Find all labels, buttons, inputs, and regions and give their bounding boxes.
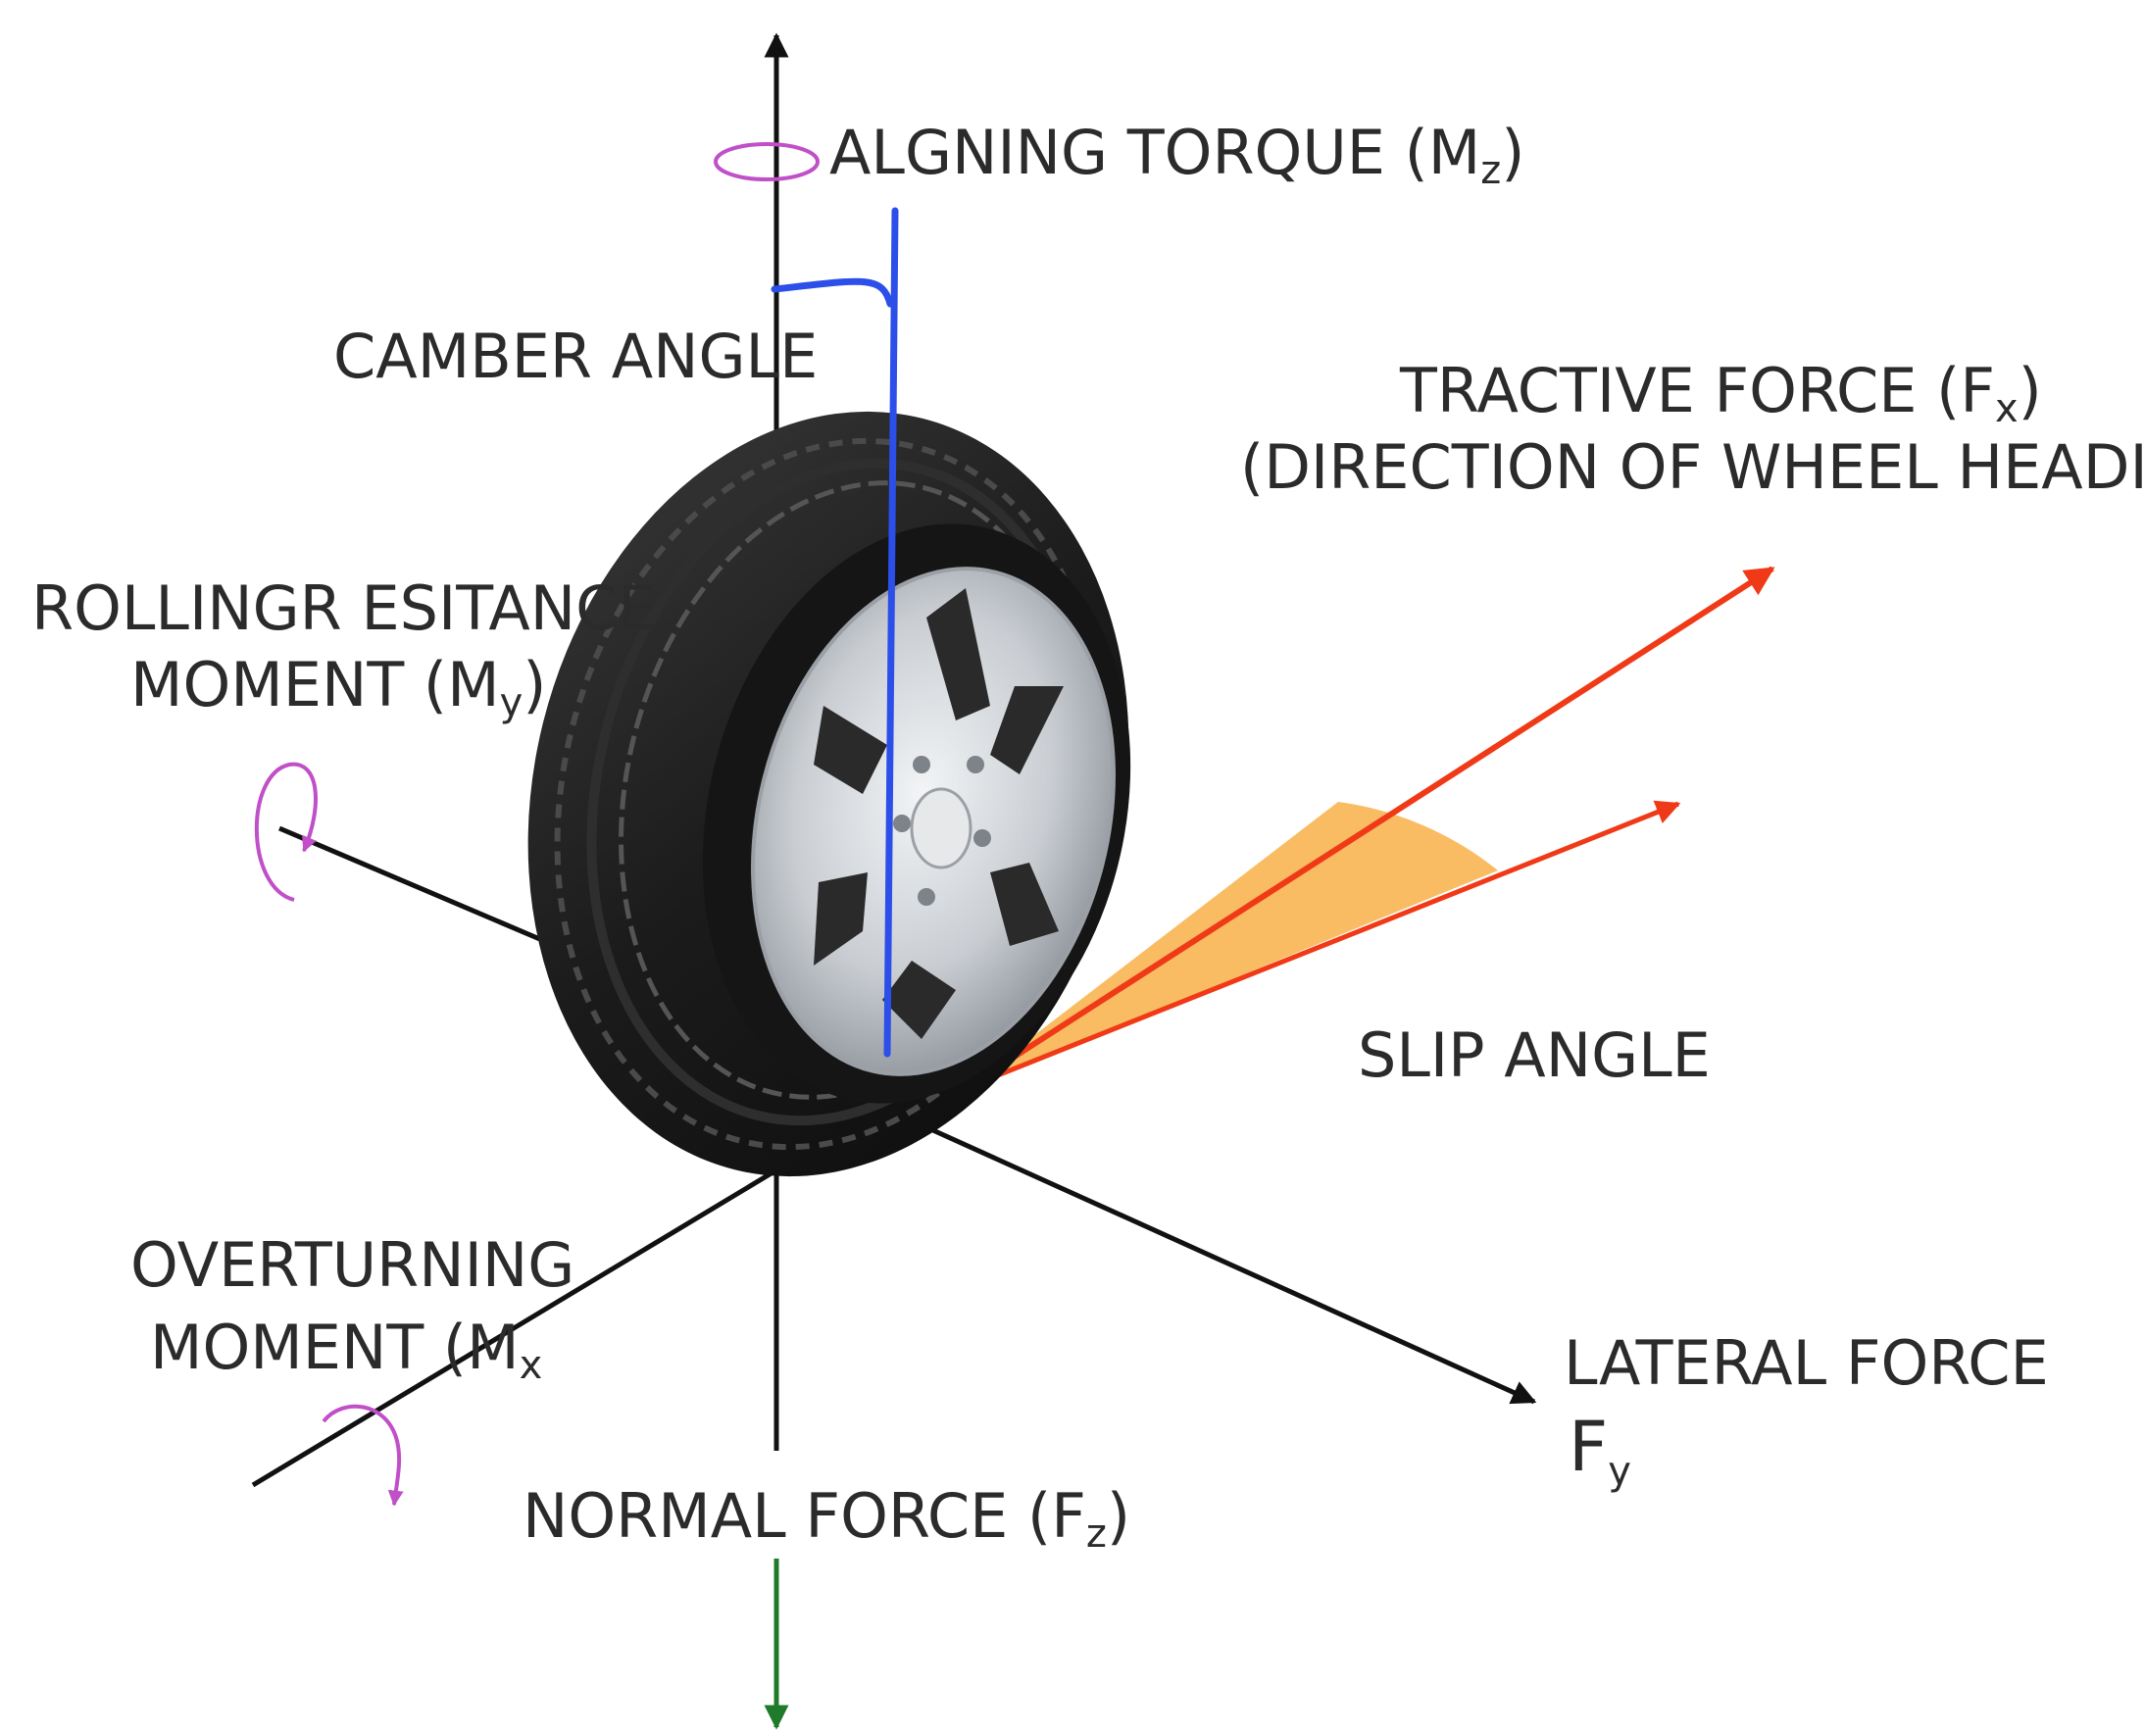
- rolling-resistance-label: ROLLINGR ESITANCE: [31, 572, 657, 644]
- slip-direction-arrow: [965, 800, 1681, 1091]
- tractive-force-arrow: [964, 566, 1775, 1091]
- overturning-label: OVERTURNING: [130, 1229, 574, 1301]
- overturning-axis: [251, 1168, 776, 1488]
- wheel-rim: [751, 567, 1116, 1076]
- normal-force-label: NORMAL FORCE (Fz): [523, 1480, 1130, 1557]
- aligning-torque-rotation-icon: [714, 142, 820, 181]
- wheel-heading-label: (DIRECTION OF WHEEL HEADING): [1240, 431, 2144, 503]
- slip-angle-wedge: [966, 802, 1498, 1088]
- aligning-torque-label: ALGNING TORQUE (Mz): [829, 117, 1525, 193]
- tractive-force-label: TRACTIVE FORCE (Fx): [1399, 355, 2042, 431]
- rolling-moment-rotation-icon: [254, 762, 318, 902]
- slip-angle-label: SLIP ANGLE: [1358, 1019, 1711, 1091]
- overturning-moment-rotation-icon: [322, 1404, 404, 1507]
- rolling-moment-label: MOMENT (My): [130, 649, 546, 725]
- lateral-force-label: LATERAL FORCE: [1564, 1327, 2049, 1399]
- overturning-moment-label: MOMENT (Mx: [150, 1312, 542, 1388]
- rolling-axis-back: [278, 825, 550, 946]
- lateral-force-arrow: [924, 1124, 1537, 1405]
- camber-angle-indicator: [771, 207, 899, 1058]
- camber-angle-label: CAMBER ANGLE: [333, 321, 818, 392]
- lateral-force-symbol: Fy: [1569, 1407, 1631, 1494]
